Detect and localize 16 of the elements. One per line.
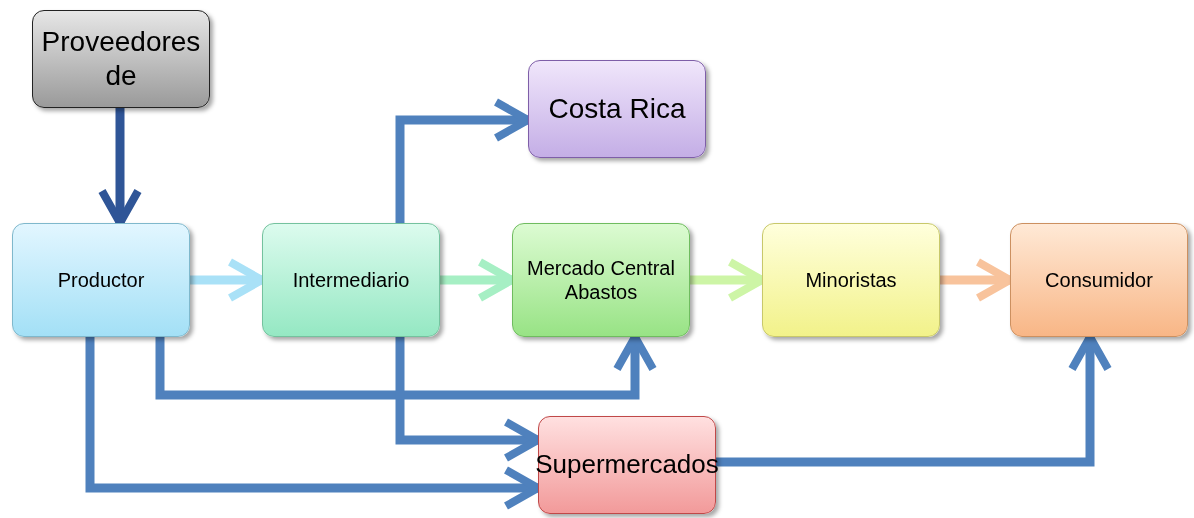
node-label: Productor <box>56 268 146 292</box>
node-label: Consumidor <box>1044 268 1154 292</box>
supplier-box <box>32 10 210 108</box>
node-label: Mercado Central Abastos <box>526 256 676 304</box>
node-label: Costa Rica <box>547 92 687 126</box>
process-box <box>12 223 190 337</box>
process-box <box>512 223 690 337</box>
node-label: Supermercados <box>534 449 720 481</box>
destination-box <box>528 60 706 158</box>
process-box <box>762 223 940 337</box>
node-label: Proveedores de <box>40 25 202 93</box>
node-label: Intermediario <box>291 268 411 292</box>
process-box <box>1010 223 1188 337</box>
node-label: Minoristas <box>804 268 898 292</box>
process-box <box>262 223 440 337</box>
supermarket-box <box>538 416 716 514</box>
